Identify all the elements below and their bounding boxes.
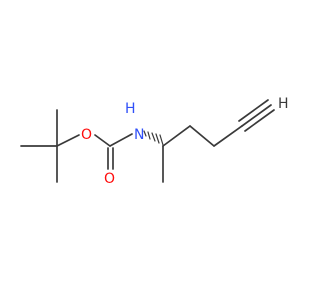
bond-carbonyl-to-nitrogen <box>109 133 133 147</box>
structure-svg: O O H N H <box>20 96 289 187</box>
bond-chain-2 <box>189 125 215 147</box>
bond-tbu-to-oxygen <box>56 134 80 147</box>
atom-oxygen-carbonyl: O <box>104 171 115 187</box>
bond-oxygen-to-carbonyl <box>94 134 111 147</box>
atom-nitrogen-amide: N <box>134 127 144 143</box>
bond-chain-3 <box>213 125 243 147</box>
triple-bond <box>238 99 275 132</box>
atom-oxygen-ester: O <box>81 127 92 143</box>
stereo-hash-bond <box>143 130 164 146</box>
molecule-diagram: O O H N H <box>20 96 289 187</box>
bond-chain-1 <box>162 125 191 147</box>
atom-hydrogen-amide: H <box>125 101 136 117</box>
atom-hydrogen-alkyne: H <box>278 96 289 112</box>
